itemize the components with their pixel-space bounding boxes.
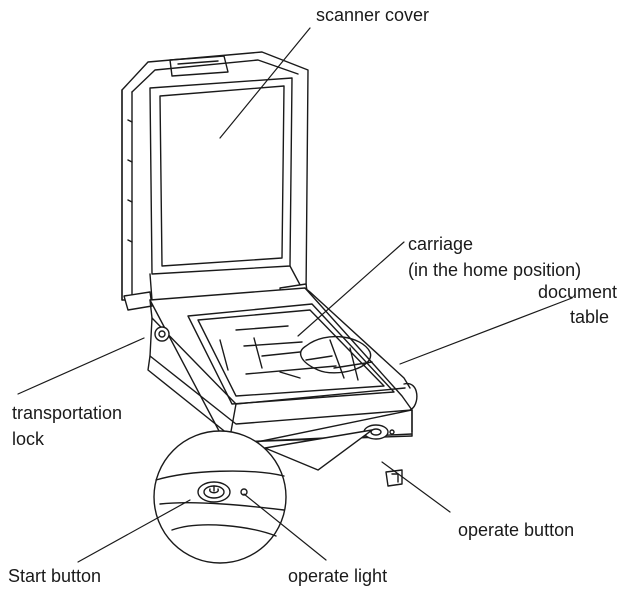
label-document-table: table — [570, 307, 610, 327]
label-document: document — [538, 282, 618, 302]
scanner-cover — [121, 51, 309, 301]
label-carriage: carriage — [408, 234, 474, 254]
label-scanner-cover: scanner cover — [316, 5, 430, 25]
transportation-lock — [154, 326, 170, 342]
label-carriage-position: (in the home position) — [408, 260, 582, 280]
label-operate-light: operate light — [288, 566, 388, 586]
scanner-body — [147, 287, 418, 449]
document-table-glass — [187, 303, 395, 405]
label-operate-button: operate button — [458, 520, 575, 540]
label-start-button: Start button — [8, 566, 102, 586]
operate-button-body — [385, 469, 403, 487]
label-transportation-lock: lock — [12, 429, 45, 449]
leader-lines — [17, 27, 573, 563]
label-transportation: transportation — [12, 403, 123, 423]
magnified-inset — [153, 429, 373, 564]
